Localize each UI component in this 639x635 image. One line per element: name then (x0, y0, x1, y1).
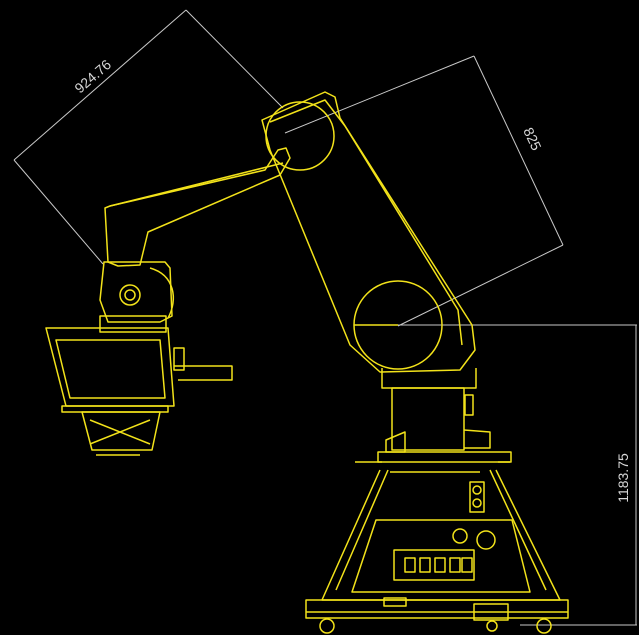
forearm-link-edge (269, 99, 463, 346)
dim-line-825 (473, 55, 564, 246)
control-panel (393, 549, 475, 581)
dim-label-shoulder-height: 1183.75 (615, 453, 631, 503)
caster-wheel (536, 618, 552, 634)
end-effector-mount-cross (89, 419, 151, 445)
wrist-link-edge (109, 162, 284, 207)
panel-knob (452, 528, 468, 544)
caster-wheel (319, 618, 335, 634)
dimension-lines (13, 9, 637, 626)
end-effector-frame (45, 327, 175, 407)
panel-dial (476, 530, 496, 550)
panel-port (472, 485, 482, 495)
dim-line-924 (13, 9, 187, 161)
base-pyramid-inner (335, 469, 547, 591)
base-frame (305, 599, 569, 619)
panel-connector (469, 481, 485, 513)
wrist-joint-inner (124, 289, 136, 301)
panel-switch (404, 557, 416, 573)
end-effector-bottom-rail (61, 405, 169, 413)
dim-label-forearm: 825 (520, 125, 544, 153)
dim-extension-line (397, 244, 564, 327)
wrist-housing (99, 261, 173, 323)
end-effector-screen (55, 339, 166, 399)
end-effector-latch (173, 347, 185, 371)
panel-switch (419, 557, 431, 573)
end-effector-handle (174, 365, 233, 381)
forearm-link (261, 91, 476, 373)
wrist-flange (99, 315, 167, 333)
dim-extension-line (284, 55, 475, 134)
turret-bracket (385, 431, 406, 453)
panel-switch (434, 557, 446, 573)
base-top-plate (377, 451, 512, 463)
turret-connector (464, 394, 474, 416)
wrist-joint (119, 284, 141, 306)
wrist-link (104, 147, 291, 267)
turret-column (391, 387, 465, 451)
end-effector-mount (81, 411, 161, 451)
caster-wheel (486, 620, 498, 632)
wrist-cable (149, 267, 175, 319)
base-frame-box (473, 603, 509, 621)
turret-connector-box (463, 429, 491, 449)
panel-switch (461, 557, 473, 573)
dim-label-upper-arm: 924.76 (71, 56, 114, 96)
base-frame-bracket (383, 597, 407, 607)
robot-outline (45, 91, 569, 634)
panel-port (472, 498, 482, 508)
elbow-joint (265, 101, 335, 171)
panel-switch (449, 557, 461, 573)
dim-extension-line (185, 9, 284, 109)
base-front-panel (351, 519, 531, 593)
dim-extension-line (13, 159, 104, 265)
